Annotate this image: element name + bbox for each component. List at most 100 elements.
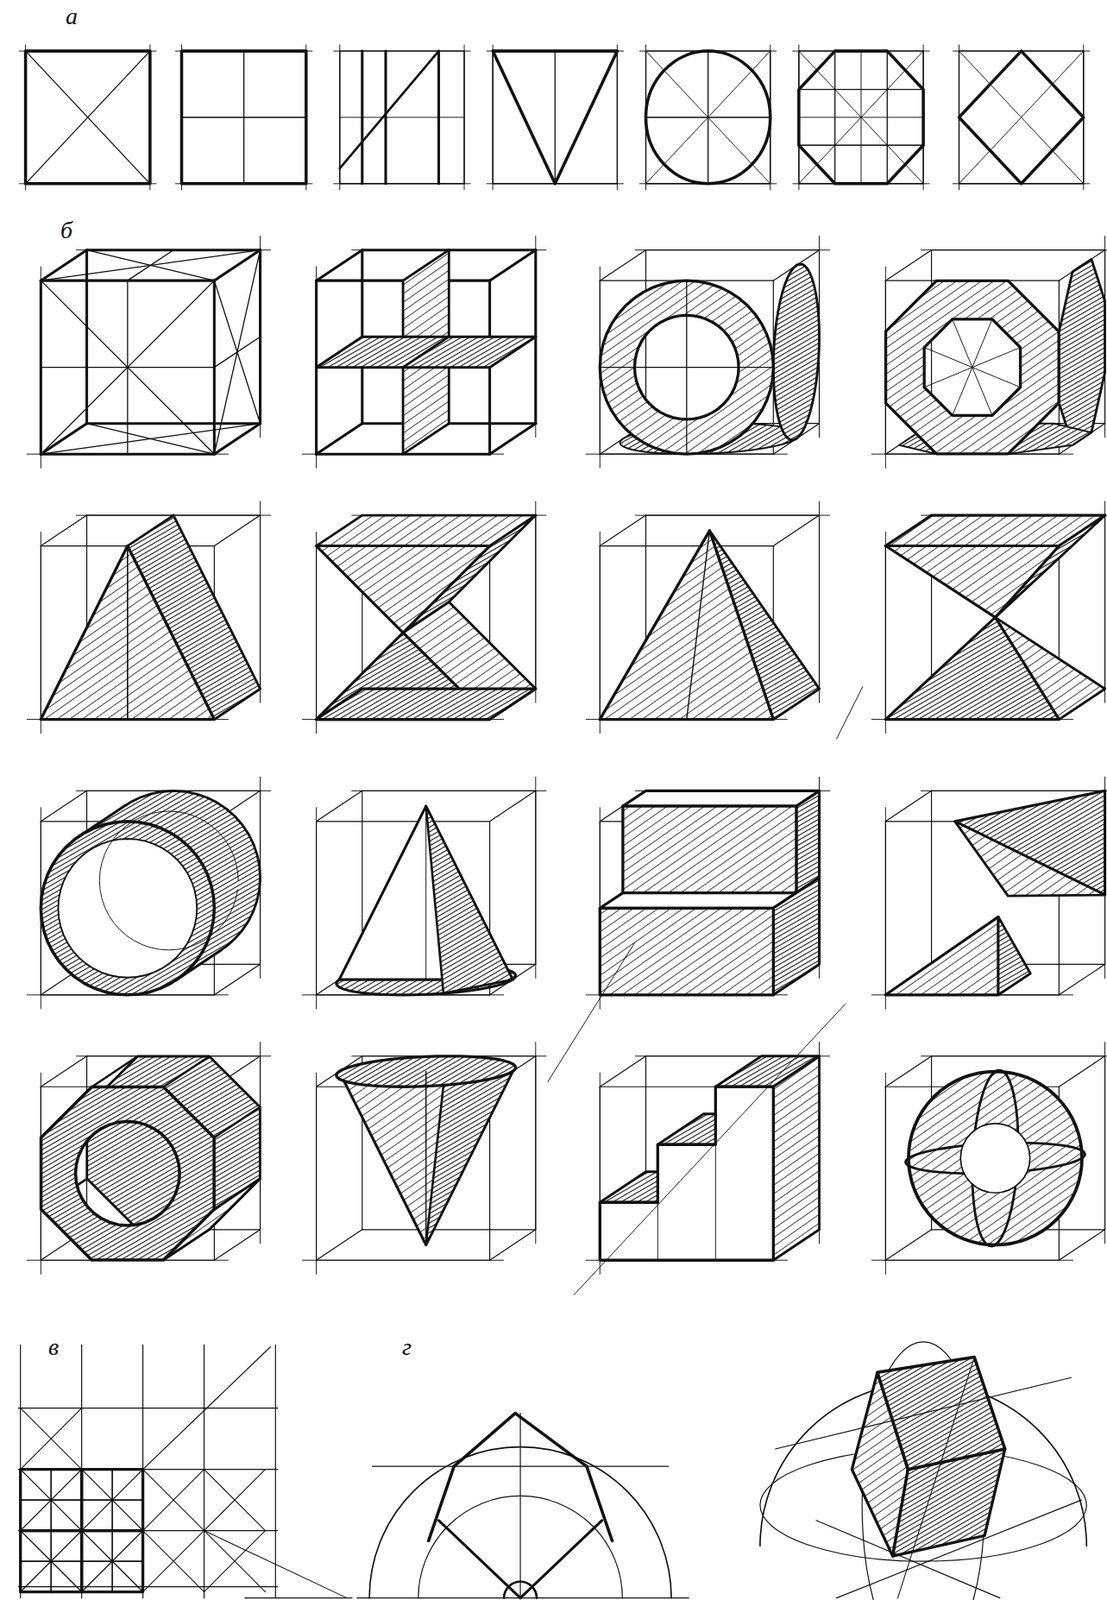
sketch-line [930, 790, 932, 964]
sketch-face [599, 893, 797, 909]
sketch-line [40, 423, 260, 454]
sketch-line [81, 1530, 144, 1592]
sketch-line [315, 807, 317, 1009]
sketch-line [143, 1530, 205, 1592]
sketch-line [163, 1056, 209, 1087]
sketch-line [490, 1229, 536, 1260]
sketch-line [213, 423, 260, 454]
sketch-line [1104, 501, 1106, 703]
sketch-line [519, 1413, 521, 1598]
sketch-line [885, 1056, 931, 1087]
sketch-line [143, 1346, 271, 1470]
sketch-line [646, 50, 771, 184]
sketch-line [646, 50, 771, 184]
sketch-line [127, 250, 174, 281]
sketch-line [245, 1597, 353, 1598]
sketch-line [20, 1559, 82, 1562]
sketch-line [204, 1469, 266, 1531]
sketch-line [775, 1377, 1072, 1449]
sketch-face [426, 805, 514, 994]
sketch-line [921, 249, 1107, 251]
sketch-line [885, 532, 887, 734]
sketch-line [203, 1344, 205, 1598]
sketch-face [40, 546, 214, 720]
sketch-line [972, 367, 1021, 388]
sketch-line [871, 1259, 1073, 1261]
sketch-line [87, 421, 261, 425]
sketch-line [492, 50, 617, 184]
sketch-face [599, 1086, 774, 1260]
sketch-face [316, 688, 536, 719]
sketch-line [599, 515, 646, 546]
sketch-line [959, 50, 1084, 184]
sketch-line [339, 50, 440, 169]
sketch-face [885, 546, 1059, 618]
sketch-line [81, 1469, 144, 1531]
sketch-face [426, 1071, 514, 1246]
sketch-line [25, 50, 151, 184]
sketch-line [259, 501, 261, 703]
sketch-line [885, 1229, 931, 1260]
sketch-line [41, 1086, 215, 1260]
sketch-line [490, 250, 536, 281]
circle-figure [646, 50, 771, 184]
sketch-face [622, 805, 797, 894]
sketch-line [91, 1056, 138, 1087]
sketch-line [315, 1072, 317, 1274]
sketch-line [213, 336, 260, 367]
sketch-line [1104, 1042, 1106, 1244]
sketch-line [40, 366, 214, 368]
sketch-line [898, 1357, 975, 1598]
sketch-line [339, 116, 465, 118]
panel-letter: а [62, 3, 82, 30]
sketch-line [81, 1559, 144, 1562]
sketch-line [438, 1520, 521, 1598]
sketch-line [885, 250, 931, 281]
sketch-face [622, 790, 820, 806]
sketch-line [81, 1530, 144, 1592]
sketch-line [20, 1469, 82, 1531]
sketch-line [20, 1530, 82, 1592]
sketch-line [425, 805, 427, 980]
sketch-line [798, 50, 924, 184]
sketch-line [213, 1107, 260, 1138]
sketch-line [885, 790, 931, 821]
sketch-line [554, 50, 556, 184]
sketch-line [773, 264, 819, 441]
sketch-line [40, 1056, 87, 1087]
sketch-line [204, 1530, 266, 1592]
sketch-line [972, 319, 993, 368]
sketch-line [885, 807, 887, 1009]
sketch-line [715, 1144, 717, 1260]
sketch-line [599, 250, 646, 281]
sketch-line [924, 347, 973, 368]
sketch-face [316, 336, 536, 367]
sketch-line [40, 250, 87, 281]
sketch-line [213, 515, 260, 546]
sketch-line [599, 545, 774, 547]
sketch-line [921, 1055, 1107, 1057]
sketch-line [143, 1469, 205, 1531]
sketch-line [143, 1530, 205, 1592]
sketch-line [1058, 963, 1105, 994]
sketch-line [213, 250, 260, 281]
sketch-face [877, 1357, 1006, 1470]
sketch-line [316, 820, 491, 822]
sketch-line [1058, 1056, 1105, 1087]
sketch-face [885, 916, 999, 994]
sketch-line [204, 1530, 266, 1592]
sphere-core [960, 1123, 1030, 1193]
sketch-line [515, 1413, 587, 1466]
panel-letter: в [44, 1333, 63, 1360]
sketch-face [599, 530, 774, 720]
sketch-line [1058, 1229, 1105, 1260]
sketch-line [57, 838, 197, 978]
sketch-line [798, 50, 924, 184]
sketch-line [573, 1003, 846, 1295]
sketch-line [836, 686, 863, 739]
sketch-line [657, 1144, 659, 1260]
sketch-line [816, 1520, 1001, 1598]
sketch-line [425, 1071, 427, 1246]
sketch-face [339, 1071, 513, 1246]
